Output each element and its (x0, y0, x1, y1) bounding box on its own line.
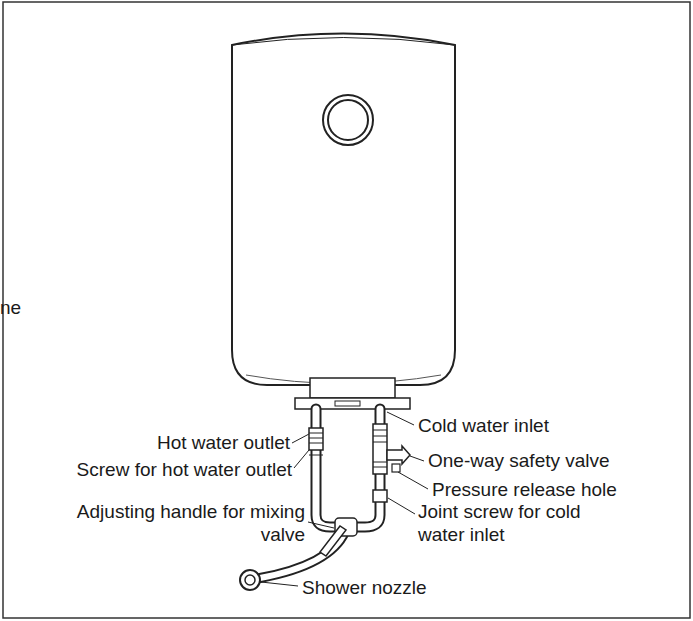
part-label: Shower nozzle (302, 576, 427, 599)
cut-off-text: ne (0, 296, 21, 319)
part-label: Adjusting handle for mixing valve (65, 500, 305, 546)
part-label: One-way safety valve (428, 449, 610, 472)
part-label: Hot water outlet (157, 431, 290, 454)
part-label: Cold water inlet (418, 414, 549, 437)
part-label: Pressure release hole (432, 478, 617, 501)
part-label: Joint screw for cold water inlet (418, 500, 608, 546)
part-label: Screw for hot water outlet (77, 458, 292, 481)
